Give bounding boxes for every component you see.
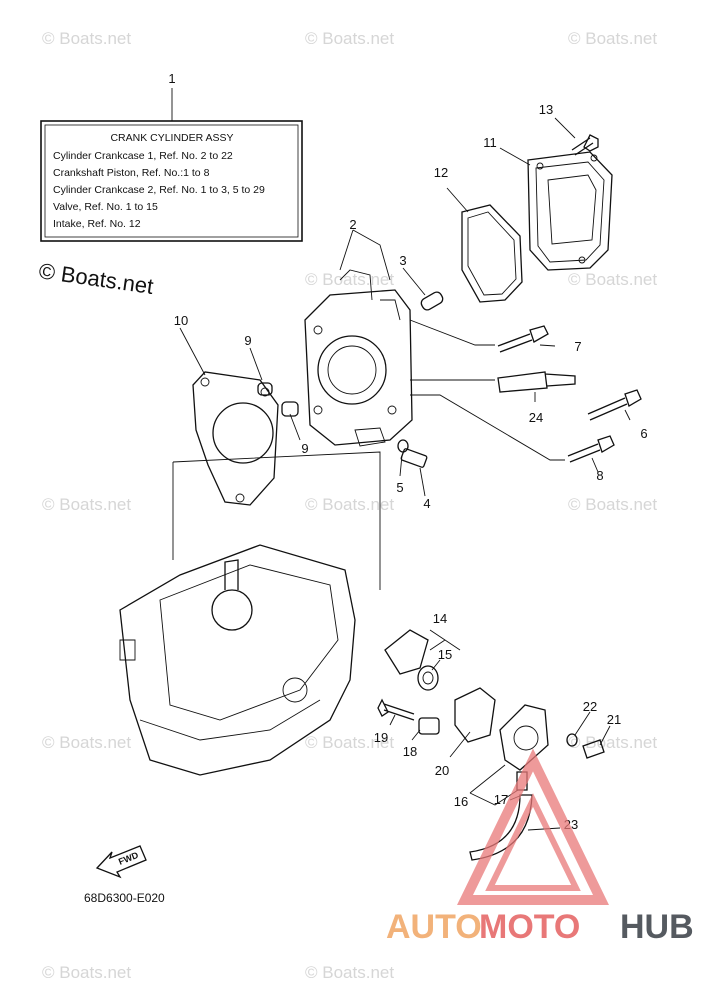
callout-4: 4	[423, 496, 430, 511]
callout-18: 18	[403, 744, 417, 759]
info-box-title: CRANK CYLINDER ASSY	[110, 132, 233, 144]
callout-9: 9	[301, 441, 308, 456]
callout-10: 10	[174, 313, 188, 328]
callout-19: 19	[374, 730, 388, 745]
callout-8: 8	[596, 468, 603, 483]
callout-5: 5	[396, 480, 403, 495]
fwd-arrow-icon: FWD	[95, 845, 147, 879]
watermark: © Boats.net	[42, 963, 131, 982]
callout-20: 20	[435, 763, 449, 778]
callout-24: 24	[529, 410, 543, 425]
logo-hub: HUB	[620, 908, 694, 946]
watermark: © Boats.net	[568, 495, 657, 514]
callout-9: 9	[244, 333, 251, 348]
callout-6: 6	[640, 426, 647, 441]
info-box-line: Intake, Ref. No. 12	[53, 218, 141, 230]
callout-21: 21	[607, 712, 621, 727]
watermark: © Boats.net	[568, 733, 657, 752]
callout-3: 3	[399, 253, 406, 268]
callout-22: 22	[583, 699, 597, 714]
gasket-part	[461, 204, 523, 303]
logo-auto: AUTO	[386, 908, 482, 946]
dowel-pin-part	[257, 382, 299, 417]
callout-2: 2	[349, 217, 356, 232]
crankcase-part	[119, 544, 356, 776]
info-box: CRANK CYLINDER ASSY Cylinder Crankcase 1…	[40, 88, 303, 242]
watermark: © Boats.net	[568, 270, 657, 289]
watermark: © Boats.net	[305, 495, 394, 514]
callout-13: 13	[539, 102, 553, 117]
watermark: © Boats.net	[42, 495, 131, 514]
callout-16: 16	[454, 794, 468, 809]
callout-11: 11	[483, 135, 497, 150]
bolts-group	[397, 325, 642, 468]
callout-7: 7	[574, 339, 581, 354]
callouts: 1 2 3 4 5 6 7 8 9 9 10 11 12 13 14 15 16…	[168, 71, 647, 832]
callout-14: 14	[433, 611, 447, 626]
callout-15: 15	[438, 647, 452, 662]
info-box-line: Cylinder Crankcase 1, Ref. No. 2 to 22	[53, 150, 233, 162]
bolt-part	[571, 134, 599, 156]
upper-cover-part	[527, 151, 613, 271]
automotohub-logo: AUTO MOTO HUB	[386, 748, 694, 946]
leader-lines	[172, 117, 631, 831]
watermark: © Boats.net	[305, 963, 394, 982]
callout-1: 1	[168, 71, 175, 86]
callout-12: 12	[434, 165, 448, 180]
logo-moto: MOTO	[479, 908, 580, 946]
watermark: © Boats.net	[305, 733, 394, 752]
cylinder-head-part	[304, 269, 413, 447]
info-box-line: Crankshaft Piston, Ref. No.:1 to 8	[53, 167, 210, 179]
diagram-code: 68D6300-E020	[84, 891, 165, 905]
dowel-part	[420, 291, 444, 311]
callout-17: 17	[494, 792, 508, 807]
head-gasket-part	[192, 371, 279, 506]
watermark: © Boats.net	[305, 270, 394, 289]
info-box-line: Cylinder Crankcase 2, Ref. No. 1 to 3, 5…	[53, 184, 265, 196]
info-box-line: Valve, Ref. No. 1 to 15	[53, 201, 158, 213]
watermark: © Boats.net	[42, 29, 131, 48]
watermark: © Boats.net	[305, 29, 394, 48]
watermarks: © Boats.net © Boats.net © Boats.net © Bo…	[37, 29, 657, 982]
watermark: © Boats.net	[42, 733, 131, 752]
watermark: © Boats.net	[568, 29, 657, 48]
watermark-large: © Boats.net	[37, 258, 155, 299]
